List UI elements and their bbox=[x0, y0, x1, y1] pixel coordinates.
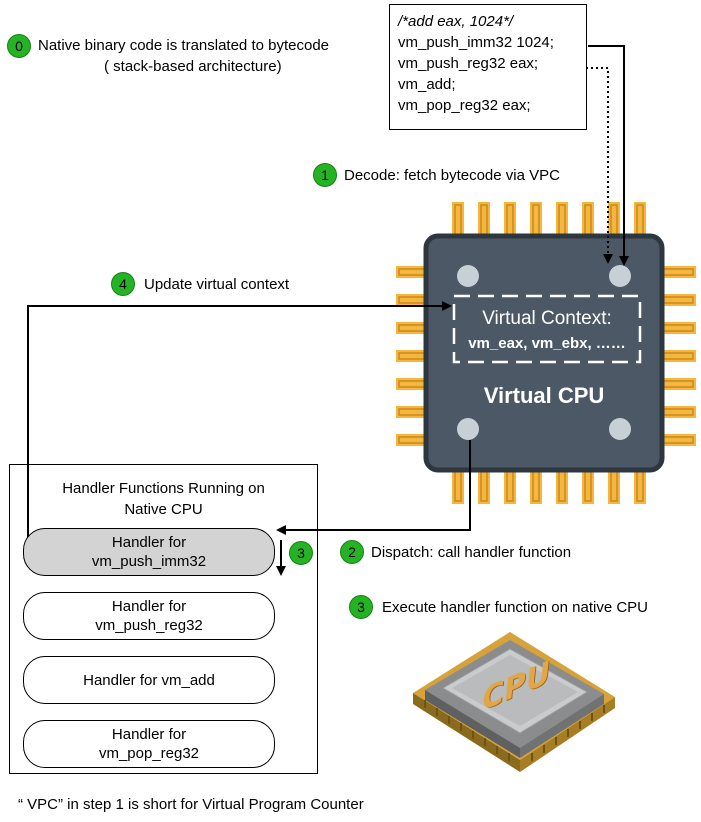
step-2-text: Dispatch: call handler function bbox=[371, 544, 572, 561]
update-context-arrow bbox=[27, 301, 452, 548]
step-3-small-badge: 3 bbox=[289, 541, 313, 565]
native-cpu-illustration bbox=[413, 632, 615, 772]
bytecode-box: /*add eax, 1024*/ vm_push_imm32 1024; vm… bbox=[389, 4, 587, 130]
handler-label-line2: vm_push_imm32 bbox=[91, 553, 207, 570]
virtual-context-box bbox=[452, 294, 642, 364]
step-3-text: Execute handler function on native CPU bbox=[382, 599, 648, 616]
footnote: “ VPC” in step 1 is short for Virtual Pr… bbox=[18, 796, 364, 813]
handler-label-line1: Handler for vm_add bbox=[83, 672, 215, 689]
handler-vm-pop-reg32[interactable]: Handler for vm_pop_reg32 bbox=[23, 720, 275, 768]
cpu-dot-bottom-right bbox=[609, 418, 631, 440]
bytecode-line: vm_add; bbox=[398, 76, 456, 93]
cpu-dot-top-right bbox=[609, 265, 631, 287]
fetch-arrow-dotted bbox=[566, 67, 613, 264]
virtual-cpu-label: Virtual CPU bbox=[483, 383, 605, 408]
bytecode-line: vm_push_imm32 1024; bbox=[398, 34, 554, 51]
cpu-dot-top-left bbox=[457, 265, 479, 287]
step-0-badge: 0 bbox=[7, 34, 31, 58]
handlers-title-line1: Handler Functions Running on bbox=[62, 480, 265, 497]
handler-functions-panel: Handler Functions Running on Native CPU … bbox=[9, 464, 318, 774]
step-4-badge: 4 bbox=[111, 272, 135, 296]
handler-label-line1: Handler for bbox=[111, 534, 187, 551]
step-0-text-line1: Native binary code is translated to byte… bbox=[38, 37, 329, 54]
fetch-arrow-solid bbox=[588, 45, 629, 266]
handler-label-line1: Handler for bbox=[111, 598, 187, 615]
dispatch-arrow bbox=[276, 440, 471, 535]
virtual-context-title: Virtual Context: bbox=[482, 308, 612, 329]
cpu-dot-bottom-left bbox=[457, 418, 479, 440]
step-2-badge: 2 bbox=[340, 540, 364, 564]
handler-label-line2: vm_pop_reg32 bbox=[98, 745, 200, 762]
step-3-badge: 3 bbox=[349, 595, 373, 619]
bytecode-line: vm_push_reg32 eax; bbox=[398, 55, 539, 72]
bytecode-line: vm_pop_reg32 eax; bbox=[398, 97, 531, 114]
virtual-cpu-chip bbox=[423, 233, 665, 473]
handler-vm-push-reg32[interactable]: Handler for vm_push_reg32 bbox=[23, 592, 275, 640]
handler-label-line1: Handler for bbox=[111, 726, 187, 743]
handlers-title-line2: Native CPU bbox=[124, 501, 203, 518]
step-1-badge: 1 bbox=[313, 163, 337, 187]
handler-label-line2: vm_push_reg32 bbox=[95, 617, 203, 634]
step-1-text: Decode: fetch bytecode via VPC bbox=[344, 167, 560, 184]
step-0-text-line2: ( stack-based architecture) bbox=[104, 58, 282, 75]
step-4-text: Update virtual context bbox=[144, 276, 290, 293]
virtual-context-registers: vm_eax, vm_ebx, …… bbox=[468, 335, 626, 352]
handler-vm-push-imm32[interactable]: Handler for vm_push_imm32 bbox=[23, 528, 275, 576]
bytecode-comment: /*add eax, 1024*/ bbox=[398, 13, 514, 30]
handler-vm-add[interactable]: Handler for vm_add bbox=[23, 656, 275, 704]
